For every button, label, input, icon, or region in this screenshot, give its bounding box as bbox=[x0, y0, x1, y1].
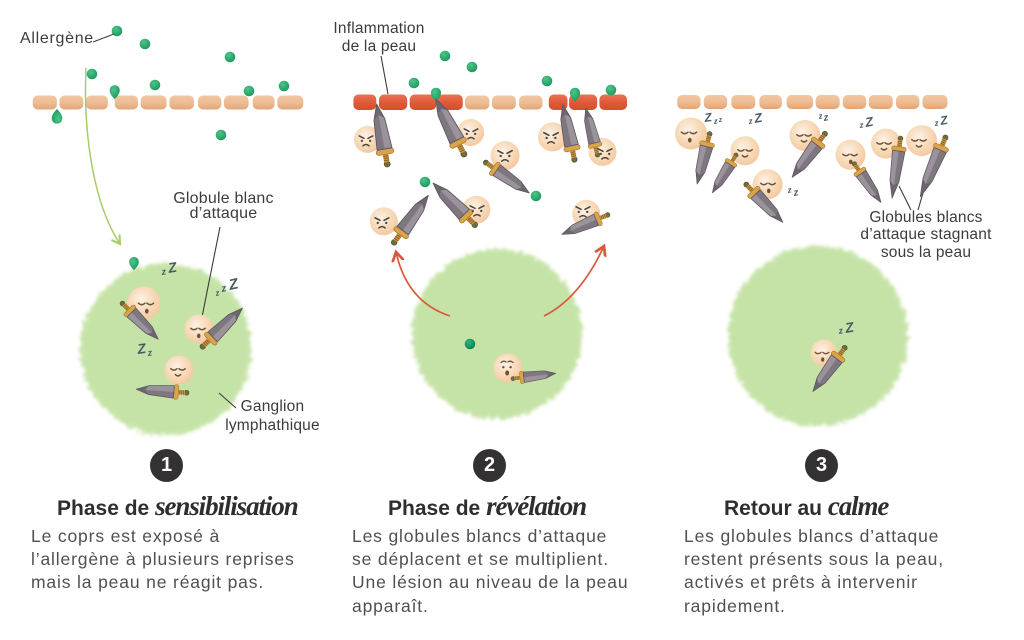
svg-text:z: z bbox=[837, 325, 845, 336]
svg-text:z: z bbox=[146, 347, 153, 358]
svg-text:z: z bbox=[712, 117, 718, 127]
svg-text:z: z bbox=[786, 185, 792, 195]
svg-text:z: z bbox=[817, 111, 823, 121]
svg-text:z: z bbox=[219, 283, 227, 295]
svg-text:Z: Z bbox=[135, 340, 147, 357]
svg-text:Z: Z bbox=[863, 114, 875, 131]
svg-text:z: z bbox=[747, 116, 753, 126]
svg-text:Z: Z bbox=[226, 275, 240, 294]
svg-text:z: z bbox=[717, 116, 723, 124]
svg-text:Z: Z bbox=[843, 319, 856, 336]
svg-text:z: z bbox=[214, 288, 221, 298]
svg-text:z: z bbox=[160, 266, 168, 277]
svg-text:Z: Z bbox=[702, 110, 713, 125]
svg-text:z: z bbox=[858, 120, 864, 130]
svg-text:z: z bbox=[933, 118, 939, 128]
svg-text:z: z bbox=[822, 112, 830, 124]
svg-text:Z: Z bbox=[166, 259, 179, 276]
svg-text:Z: Z bbox=[752, 110, 764, 127]
svg-text:Z: Z bbox=[938, 113, 949, 128]
svg-text:z: z bbox=[792, 187, 800, 199]
